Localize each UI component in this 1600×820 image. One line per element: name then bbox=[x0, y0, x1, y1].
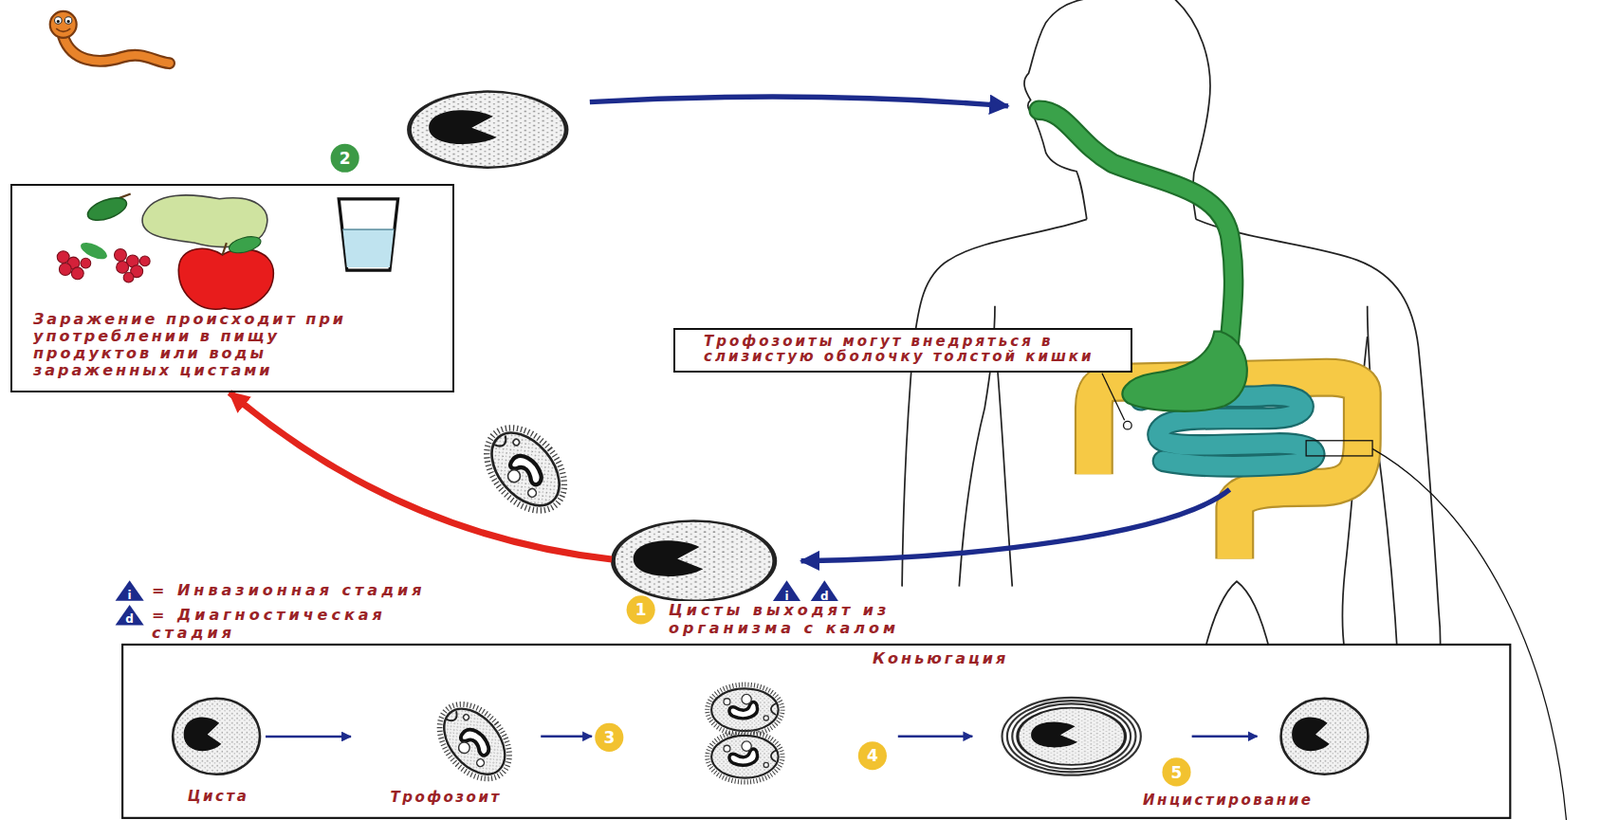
cyst-picture bbox=[408, 91, 567, 168]
stage-panel bbox=[1011, 703, 1131, 770]
stage-arrow bbox=[265, 735, 351, 739]
stage-label: Коньюгация bbox=[872, 650, 1009, 668]
callout-box: Трофозоиты могут внедряться в слизистую … bbox=[673, 328, 1133, 373]
food-and-water-picture bbox=[222, 242, 227, 256]
stage-panel bbox=[540, 735, 592, 738]
cyst-picture bbox=[612, 521, 774, 602]
stage-node: Инцистирование bbox=[1005, 697, 1361, 810]
stage-letter: d bbox=[120, 612, 140, 626]
leader-line bbox=[1102, 373, 1125, 421]
food-and-water-picture bbox=[71, 267, 84, 280]
infection-box: Заражение происходит при употреблении в … bbox=[10, 183, 455, 393]
callout-number: 5 bbox=[1162, 758, 1192, 788]
node-text: Трофозоит bbox=[350, 789, 541, 807]
worm-icon bbox=[66, 19, 70, 23]
stage-node: Трофозоит bbox=[350, 692, 541, 807]
digestive-tract bbox=[1038, 110, 1233, 342]
stage-panel bbox=[122, 644, 1510, 819]
worm-icon bbox=[64, 17, 73, 25]
food-and-water-picture bbox=[56, 249, 150, 284]
food-and-water-picture bbox=[139, 256, 150, 267]
stage-panel bbox=[1192, 735, 1258, 738]
callout-circle bbox=[626, 595, 656, 625]
human-silhouette bbox=[1367, 306, 1398, 664]
stage-letter: d bbox=[814, 589, 834, 604]
worm-icon bbox=[63, 36, 170, 64]
food-and-water-picture bbox=[338, 199, 398, 271]
worm-icon bbox=[55, 17, 63, 25]
worm-icon bbox=[63, 36, 170, 64]
trophozoite-picture bbox=[471, 413, 581, 527]
excretion-arrow bbox=[801, 489, 1231, 561]
worm-icon bbox=[56, 19, 60, 23]
callout-number: 2 bbox=[331, 144, 360, 173]
callout-number: 3 bbox=[594, 723, 624, 753]
stage-letter: i bbox=[777, 589, 797, 604]
stage-panel bbox=[707, 684, 783, 736]
node-text: Инцистирование bbox=[1142, 791, 1361, 810]
stage-panel bbox=[425, 691, 524, 793]
food-and-water-picture bbox=[123, 272, 134, 283]
digestive-tract bbox=[1121, 331, 1247, 412]
stage-panel bbox=[122, 644, 1510, 819]
legend-text: = Инвазионная стадия bbox=[151, 581, 570, 600]
stage-panel bbox=[1281, 698, 1369, 775]
food-and-water-picture bbox=[178, 248, 274, 310]
food-and-water-picture bbox=[343, 229, 395, 268]
digestive-tract bbox=[1305, 441, 1373, 457]
stage-panel bbox=[1017, 708, 1126, 766]
node-text: Заражение происходит при употреблении в … bbox=[33, 311, 375, 380]
stage-panel bbox=[858, 741, 887, 771]
stage-panel bbox=[594, 723, 624, 753]
node-text: Трофозоиты могут внедряться в слизистую … bbox=[703, 333, 1122, 365]
stage-letter: i bbox=[120, 588, 140, 603]
human-silhouette bbox=[1204, 581, 1271, 653]
food-and-water-picture bbox=[58, 263, 72, 276]
digestive-tract bbox=[1038, 110, 1233, 342]
legend-text: = Диагностическая стадия bbox=[151, 606, 437, 643]
worm-icon bbox=[55, 28, 71, 32]
leader-line bbox=[1123, 421, 1133, 430]
food-and-water-picture bbox=[114, 249, 128, 262]
food-and-water-picture bbox=[80, 257, 92, 269]
food-and-water-picture bbox=[343, 228, 395, 231]
stage-panel bbox=[707, 732, 783, 783]
stage-triangle bbox=[115, 605, 145, 626]
ingestion-arrow bbox=[589, 96, 1009, 107]
stage-panel bbox=[1002, 698, 1141, 776]
node-text: Цисты выходят из организма с калом bbox=[668, 601, 1020, 638]
stage-panel bbox=[898, 735, 974, 738]
stage-panel bbox=[172, 698, 260, 775]
callout-number: 4 bbox=[858, 741, 887, 771]
stage-panel bbox=[1007, 700, 1137, 773]
node-text: Циста bbox=[170, 788, 266, 806]
food-and-water-picture bbox=[116, 260, 129, 274]
return-arrow bbox=[229, 392, 612, 560]
stage-node: Циста bbox=[170, 697, 266, 806]
food-and-water-picture bbox=[56, 193, 398, 310]
worm-icon bbox=[50, 11, 170, 64]
food-and-water-picture bbox=[84, 193, 129, 225]
callout-circle bbox=[331, 144, 360, 173]
callout-number: 1 bbox=[626, 595, 656, 625]
cyst-stage: Цисты выходят из организма с калом bbox=[611, 519, 1020, 638]
worm-icon bbox=[50, 11, 77, 38]
human-silhouette bbox=[901, 219, 1087, 587]
stage-panel bbox=[1161, 757, 1191, 787]
food-and-water-picture bbox=[227, 233, 263, 256]
